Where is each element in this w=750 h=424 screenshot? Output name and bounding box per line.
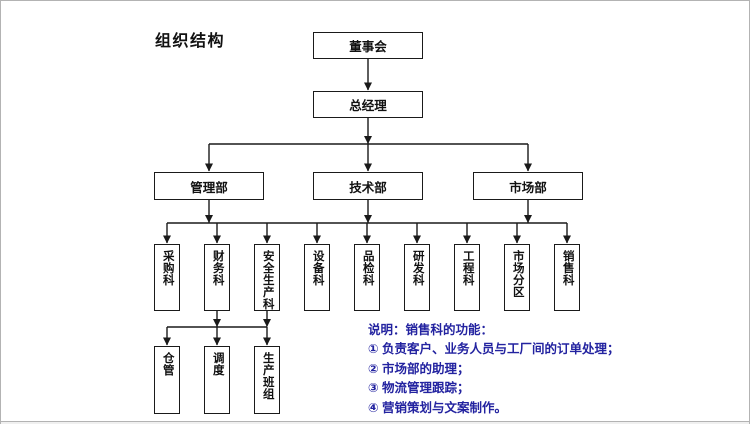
node-label: 研发科 bbox=[411, 250, 424, 286]
node-label: 市场分区 bbox=[511, 250, 524, 298]
node-label: 销售科 bbox=[561, 250, 574, 286]
node-team-warehouse: 仓管 bbox=[154, 346, 180, 414]
node-label: 生产班组 bbox=[261, 352, 274, 400]
node-label: 品检科 bbox=[361, 250, 374, 286]
node-dept-management: 管理部 bbox=[154, 172, 264, 200]
note-line-4: ④ 营销策划与文案制作。 bbox=[368, 400, 508, 415]
note-line-2: ② 市场部的助理； bbox=[368, 361, 470, 376]
note-line-heading: 说明：销售科的功能： bbox=[368, 323, 494, 337]
node-section-finance: 财务科 bbox=[204, 244, 230, 311]
slide-bottom-rule bbox=[1, 421, 749, 422]
node-section-quality-inspection: 品检科 bbox=[354, 244, 380, 311]
node-section-purchasing: 采购科 bbox=[154, 244, 180, 311]
node-section-equipment: 设备科 bbox=[304, 244, 330, 311]
node-label: 仓管 bbox=[161, 352, 174, 376]
node-section-market-division: 市场分区 bbox=[504, 244, 530, 311]
node-board: 董事会 bbox=[313, 32, 423, 59]
node-label: 采购科 bbox=[161, 250, 174, 286]
node-dept-technology: 技术部 bbox=[313, 172, 423, 200]
node-section-sales: 销售科 bbox=[554, 244, 580, 311]
node-team-dispatch: 调度 bbox=[204, 346, 230, 414]
node-label: 工程科 bbox=[461, 250, 474, 286]
note-line-3: ③ 物流管理跟踪； bbox=[368, 381, 470, 396]
node-team-production-team: 生产班组 bbox=[254, 346, 280, 414]
page-title: 组织结构 bbox=[155, 33, 226, 50]
node-dept-market: 市场部 bbox=[473, 172, 583, 200]
note-block: 说明：销售科的功能： ① 负责客户、业务人员与工厂间的订单处理； ② 市场部的助… bbox=[368, 321, 620, 418]
slide-bottom-strip bbox=[1, 422, 749, 424]
node-section-safety-production: 安全生产科 bbox=[254, 244, 280, 311]
node-label: 调度 bbox=[211, 352, 224, 376]
note-line-1: ① 负责客户、业务人员与工厂间的订单处理； bbox=[368, 342, 620, 357]
node-section-rnd: 研发科 bbox=[404, 244, 430, 311]
node-section-engineering: 工程科 bbox=[454, 244, 480, 311]
node-label: 财务科 bbox=[211, 250, 224, 286]
node-label: 设备科 bbox=[311, 250, 324, 286]
node-label: 安全生产科 bbox=[261, 250, 274, 310]
node-general-manager: 总经理 bbox=[313, 91, 423, 118]
